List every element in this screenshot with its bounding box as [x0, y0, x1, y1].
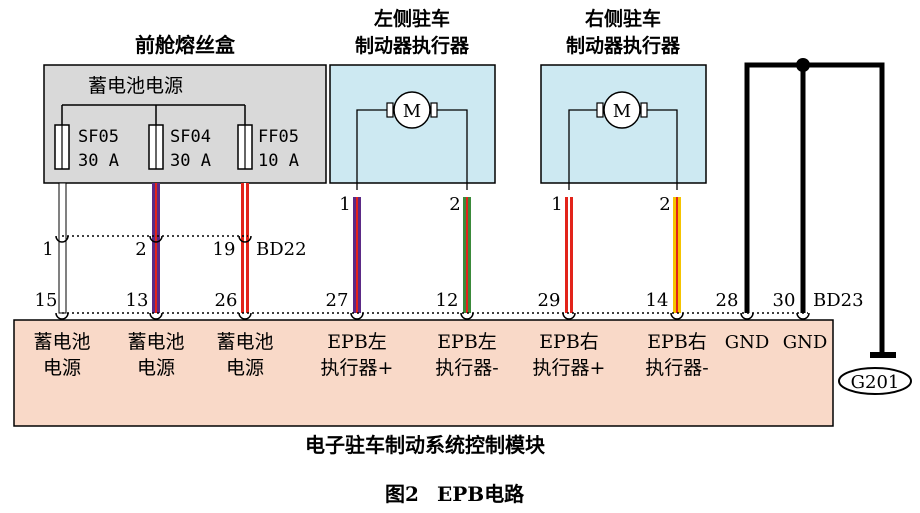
fuse-sf05-rating: 30 A: [78, 151, 119, 171]
fuse-sf05-name: SF05: [78, 127, 119, 147]
left-actuator-title-2: 制动器执行器: [355, 34, 470, 57]
left-actuator-pin-2: 2: [449, 194, 460, 215]
bd23-pin-15: 15: [35, 290, 58, 311]
bd23-pin-29: 29: [538, 290, 561, 311]
left-actuator-title-1: 左侧驻车: [374, 7, 450, 30]
fuse-sf04-name: SF04: [170, 127, 211, 147]
left-actuator-pin-1: 1: [339, 194, 350, 215]
fuse-box-source-label: 蓄电池电源: [88, 75, 183, 97]
module-label-7-line1: EPB右: [647, 331, 707, 353]
fuse-ff05-rating: 10 A: [258, 151, 299, 171]
wire-sf05: [58, 182, 67, 314]
bd23-pin-14: 14: [646, 290, 669, 311]
module-title: 电子驻车制动系统控制模块: [305, 433, 546, 457]
wire-right-minus: [673, 197, 681, 313]
wire-left-minus: [463, 197, 471, 313]
bd22-pin-1: 1: [42, 239, 53, 260]
module-label-5-line1: EPB左: [437, 331, 497, 353]
left-motor-icon: [393, 91, 431, 129]
module-label-3-line1: 蓄电池: [216, 331, 273, 353]
module-label-6-line1: EPB右: [539, 331, 599, 353]
caption-figure-number: 图2: [385, 482, 419, 506]
control-module-box: [13, 319, 834, 427]
module-label-5-line2: 执行器-: [435, 357, 498, 379]
fuse-box-title: 前舱熔丝盒: [135, 33, 236, 57]
right-motor-label: M: [613, 101, 631, 122]
module-label-gnd-2: GND: [783, 332, 828, 353]
bd23-connector-name: BD23: [813, 290, 864, 311]
fuse-ff05-name: FF05: [258, 127, 299, 147]
bd23-pin-27: 27: [326, 290, 349, 311]
wire-sf04: [152, 183, 160, 313]
right-actuator-pin-2: 2: [659, 194, 670, 215]
right-actuator-title-2: 制动器执行器: [566, 34, 681, 57]
bd23-pin-13: 13: [126, 290, 149, 311]
module-label-1-line2: 电源: [43, 357, 81, 379]
module-label-7-line2: 执行器-: [645, 357, 708, 379]
wire-right-plus: [565, 197, 573, 313]
right-actuator-title-1: 右侧驻车: [584, 7, 661, 30]
right-motor-icon: [603, 91, 641, 129]
ground-wiring: [744, 58, 896, 358]
wire-ff05: [241, 183, 249, 313]
bd22-pin-2: 2: [135, 239, 146, 260]
bd22-connector-name: BD22: [256, 239, 307, 260]
module-label-gnd-1: GND: [725, 332, 770, 353]
bd23-pin-28: 28: [716, 290, 739, 311]
bd23-pin-30: 30: [773, 290, 796, 311]
module-label-1-line1: 蓄电池: [33, 331, 90, 353]
wire-left-plus: [353, 197, 361, 313]
bd23-pin-26: 26: [215, 290, 238, 311]
module-label-3-line2: 电源: [226, 357, 264, 379]
ground-g201-label: G201: [851, 372, 900, 393]
caption-title: EPB电路: [437, 482, 525, 506]
module-label-6-line2: 执行器+: [533, 357, 606, 379]
left-motor-label: M: [403, 101, 421, 122]
fuse-box: [43, 64, 327, 184]
module-label-4-line2: 执行器+: [321, 357, 394, 379]
module-label-2-line2: 电源: [137, 357, 175, 379]
bd22-pin-19: 19: [213, 239, 236, 260]
ground-g201-icon: [838, 367, 912, 395]
bd23-pin-12: 12: [436, 290, 459, 311]
right-actuator-pin-1: 1: [551, 194, 562, 215]
fuse-sf04-rating: 30 A: [170, 151, 211, 171]
module-label-2-line1: 蓄电池: [127, 331, 184, 353]
module-label-4-line1: EPB左: [327, 331, 387, 353]
